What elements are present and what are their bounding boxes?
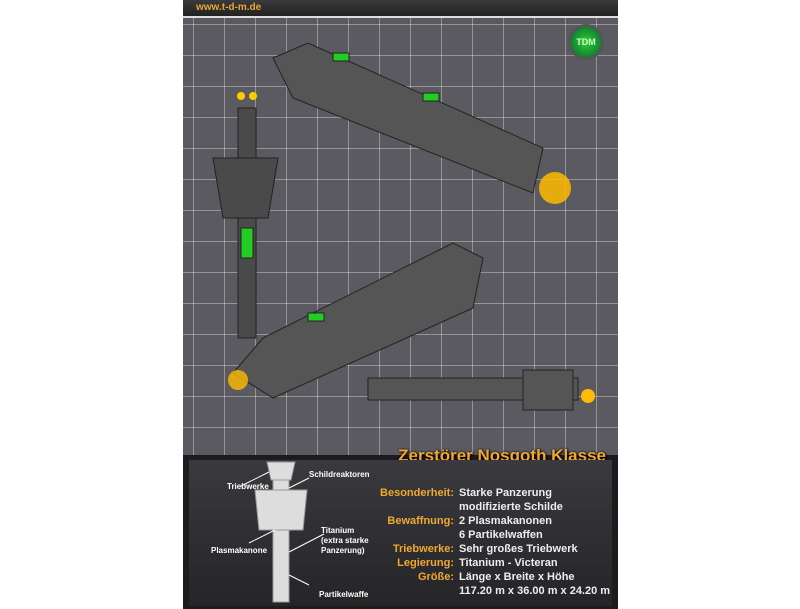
spec-row: Triebwerke: Sehr großes Triebwerk xyxy=(374,542,610,556)
spec-row: Bewaffnung: 2 Plasmakanonen 6 Partikelwaff… xyxy=(374,514,610,542)
label-schildreaktoren: Schildreaktoren xyxy=(309,470,370,479)
spec-row: Besonderheit: Starke Panzerung modifiziert… xyxy=(374,486,610,514)
info-panel: Triebwerke Schildreaktoren Titanium (ext… xyxy=(189,460,612,606)
spec-value: modifizierte Schilde xyxy=(459,501,563,513)
header-bar: www.t-d-m.de xyxy=(183,0,618,18)
spec-value: Sehr großes Triebwerk xyxy=(459,543,578,555)
spec-value: 6 Partikelwaffen xyxy=(459,529,543,541)
label-titanium: Titanium xyxy=(321,526,355,535)
ship-render-area: TDM Zerstörer Nosgoth Klasse xyxy=(183,18,618,465)
ship-perspective-2 xyxy=(228,242,484,399)
label-plasmakanone: Plasmakanone xyxy=(211,546,268,555)
ship-top-view xyxy=(212,92,279,339)
poster: www.t-d-m.de TDM Zerstörer Nosgoth Klass… xyxy=(183,0,618,609)
spec-value: Titanium - Victeran xyxy=(459,557,558,569)
spec-list: Besonderheit: Starke Panzerung modifiziert… xyxy=(374,486,610,598)
spec-key: Besonderheit: xyxy=(380,487,454,499)
spec-value: 2 Plasmakanonen xyxy=(459,515,552,527)
spec-row: Legierung: Titanium - Victeran xyxy=(374,556,610,570)
spec-key: Größe: xyxy=(417,571,454,583)
label-titanium-2: (extra starke xyxy=(321,536,369,545)
site-url[interactable]: www.t-d-m.de xyxy=(196,2,262,13)
spec-key: Triebwerke: xyxy=(392,543,454,555)
tdm-logo: TDM xyxy=(568,24,604,60)
spec-row: Größe: Länge x Breite x Höhe 117.20 m x 36… xyxy=(374,570,610,598)
label-titanium-3: Panzerung) xyxy=(321,546,365,555)
ship-blueprint xyxy=(240,461,325,603)
spec-key: Bewaffnung: xyxy=(387,515,454,527)
spec-key: Legierung: xyxy=(397,557,454,569)
spec-value: Starke Panzerung xyxy=(459,487,552,499)
ship-renders xyxy=(212,42,595,411)
spec-value: 117.20 m x 36.00 m x 24.20 m xyxy=(459,585,611,597)
label-partikelwaffe: Partikelwaffe xyxy=(319,590,369,599)
spec-value: Länge x Breite x Höhe xyxy=(459,571,575,583)
label-triebwerke: Triebwerke xyxy=(227,482,269,491)
ship-side-view xyxy=(367,369,595,411)
ship-perspective-1 xyxy=(272,42,571,204)
